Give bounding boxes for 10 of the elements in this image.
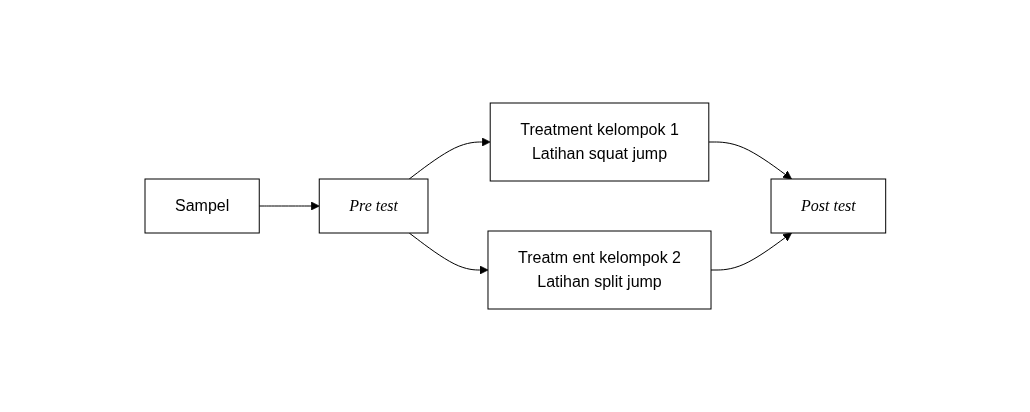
arrow <box>710 232 792 271</box>
node-box: Post test <box>770 178 886 234</box>
node-box: Pre test <box>318 178 429 234</box>
node-box: Treatment kelompok 1 Latihan squat jump <box>489 102 709 182</box>
node-box: Sampel <box>144 178 260 234</box>
arrow <box>258 201 320 211</box>
arrow <box>707 141 792 180</box>
arrow <box>408 137 491 180</box>
node-box: Treatm ent kelompok 2 Latihan split jump <box>487 230 712 310</box>
arrow <box>408 232 489 275</box>
